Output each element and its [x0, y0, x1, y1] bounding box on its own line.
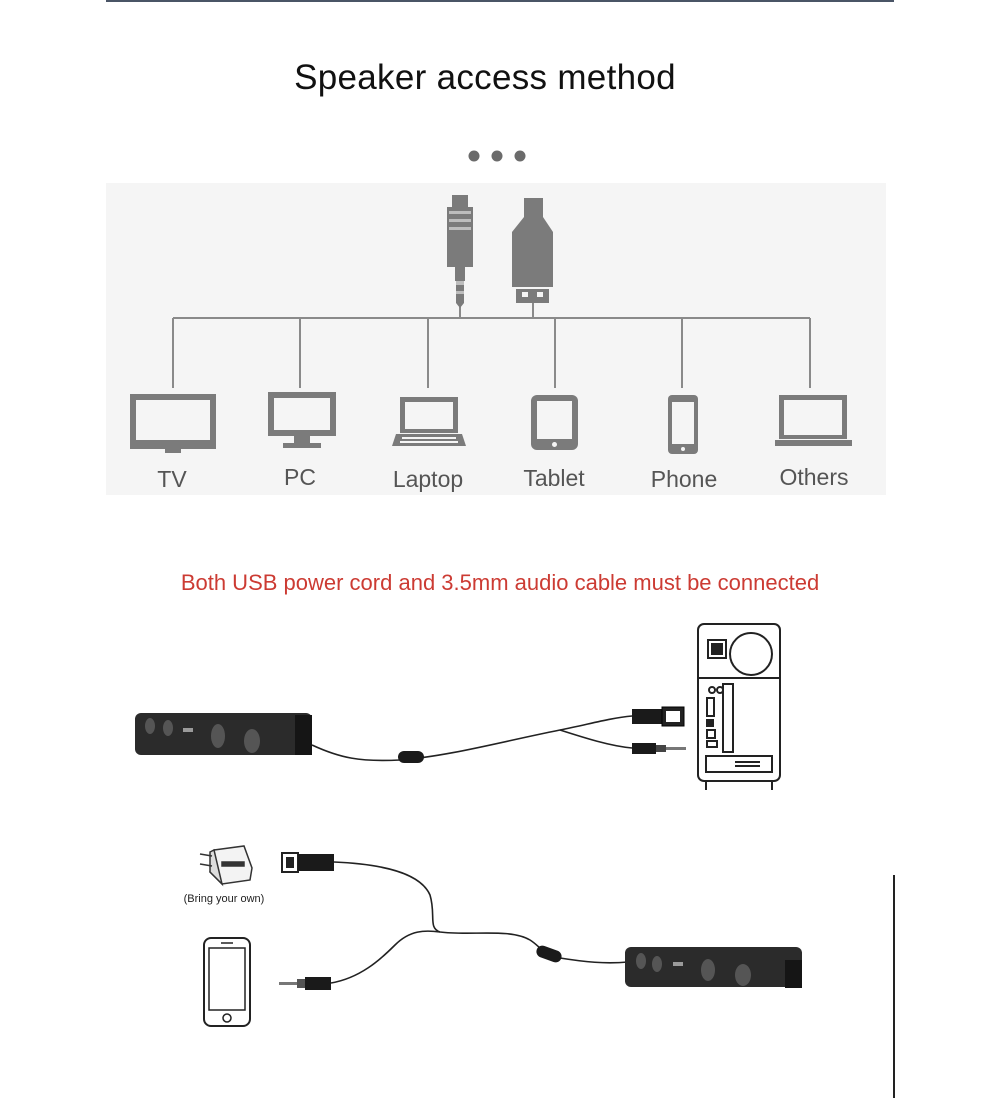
desktop-tower-icon	[697, 623, 781, 790]
inline-switch	[536, 945, 562, 963]
tablet-icon	[531, 395, 578, 450]
monitor-icon	[268, 392, 336, 448]
soundbar-phone-setup	[199, 845, 802, 1027]
tree-lines	[172, 303, 811, 388]
usb-plug-icon	[512, 198, 553, 303]
soundbar-pc-setup	[135, 623, 781, 790]
soundbar	[135, 713, 312, 755]
device-label-phone: Phone	[650, 466, 718, 492]
laptop-icon	[392, 397, 466, 446]
page-title: Speaker access method	[294, 58, 676, 97]
connection-tree-panel	[106, 183, 886, 495]
right-divider	[893, 875, 895, 1098]
audio-jack-icon	[279, 977, 331, 990]
audio-jack-icon	[447, 195, 473, 308]
device-label-tv: TV	[157, 466, 187, 492]
smartphone-icon	[203, 937, 251, 1027]
tv-icon	[130, 394, 216, 453]
inline-switch	[398, 751, 424, 763]
soundbar	[625, 947, 802, 988]
power-adapter-icon	[199, 845, 253, 887]
device-label-pc: PC	[284, 464, 316, 490]
usb-plug-icon	[281, 852, 334, 873]
device-label-laptop: Laptop	[392, 466, 464, 492]
phone-icon	[668, 395, 698, 454]
top-divider	[106, 0, 894, 2]
adapter-note: (Bring your own)	[183, 893, 265, 905]
others-laptop-icon	[775, 395, 852, 446]
device-label-others: Others	[779, 464, 849, 490]
ellipsis-icon	[468, 150, 526, 162]
audio-jack-icon	[632, 743, 686, 754]
device-label-tablet: Tablet	[523, 465, 585, 491]
usb-plug-icon	[632, 706, 685, 727]
connection-notice: Both USB power cord and 3.5mm audio cabl…	[180, 570, 820, 595]
